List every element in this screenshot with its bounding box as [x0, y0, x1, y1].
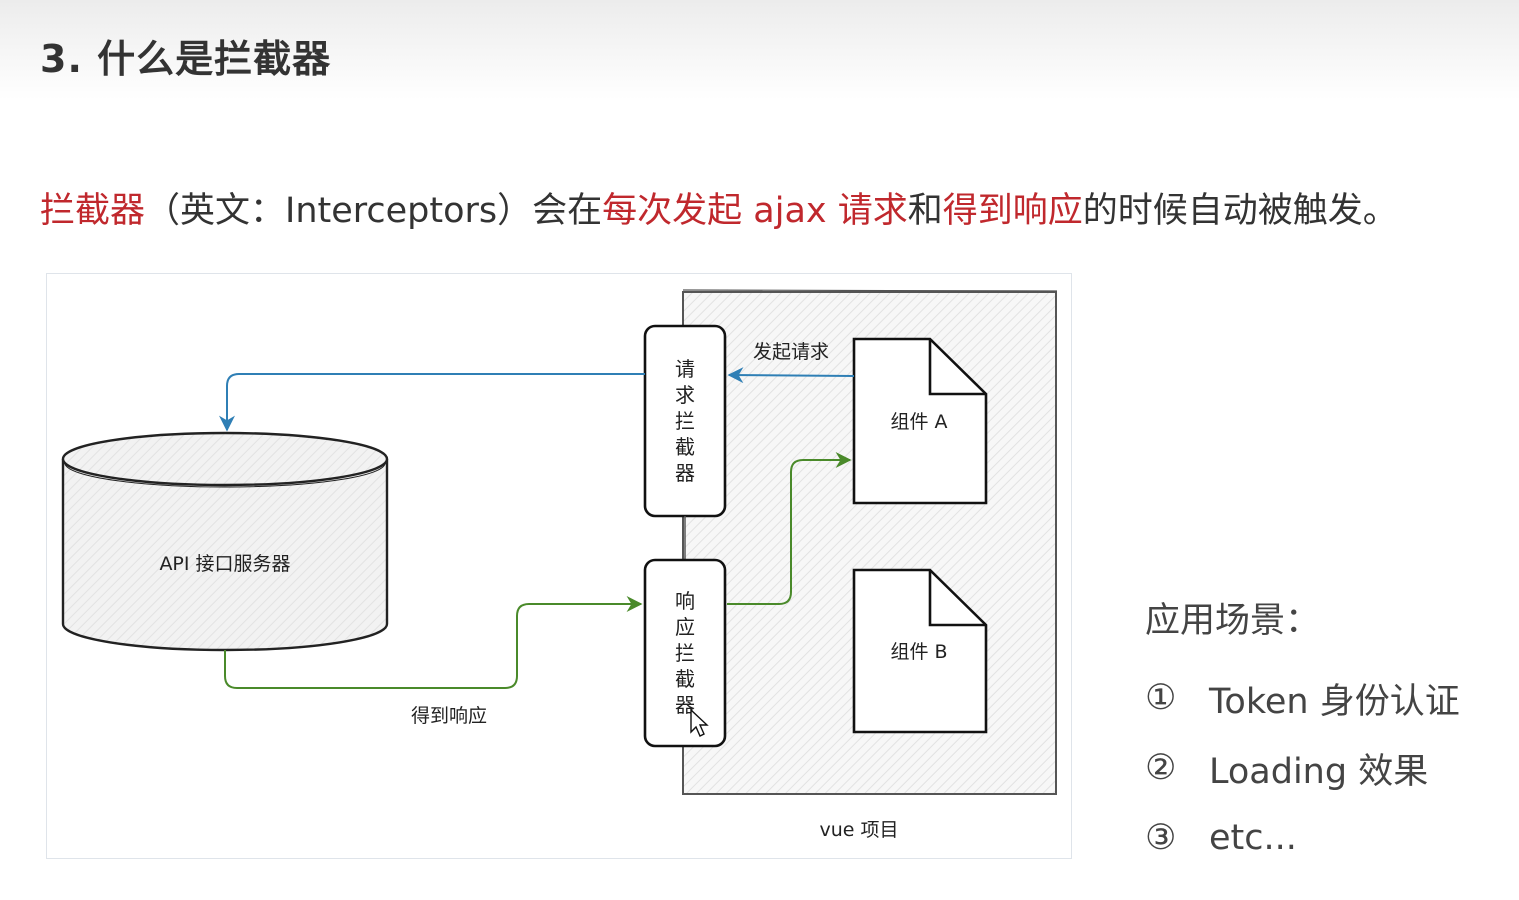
use-case-text: Token 身份认证 — [1209, 681, 1460, 722]
response-interceptor-char: 器 — [675, 693, 695, 717]
response-interceptor-char: 响 — [675, 589, 695, 613]
component-b-document — [852, 568, 988, 734]
component-b-label: 组件 B — [890, 641, 947, 663]
intro-segment: 的时候自动被触发。 — [1082, 191, 1398, 231]
use-cases-title: 应用场景： — [1145, 601, 1321, 641]
request-interceptor-char: 器 — [675, 461, 695, 485]
response-interceptor-char: 截 — [675, 667, 695, 691]
request-interceptor-char: 截 — [675, 435, 695, 459]
request-interceptor-char: 求 — [675, 383, 695, 407]
api-server-cylinder — [61, 431, 389, 652]
header-band — [0, 0, 1519, 100]
use-case-item: ① Token 身份认证 — [1145, 663, 1460, 733]
response-interceptor-char: 应 — [675, 615, 695, 639]
server-to-response-arrow — [224, 596, 643, 689]
vue-project-label: vue 项目 — [819, 819, 898, 841]
use-case-item: ② Loading 效果 — [1145, 733, 1460, 803]
send-request-label: 发起请求 — [753, 341, 829, 363]
api-server-label: API 接口服务器 — [159, 553, 290, 575]
interceptor-diagram: vue 项目 API 接口服务器 请 求 拦 截 器 响 应 拦 截 器 — [46, 273, 1072, 859]
intro-segment: 拦截器 — [40, 191, 146, 231]
use-case-number: ① — [1145, 678, 1177, 718]
use-case-text: Loading 效果 — [1209, 751, 1429, 792]
page-title: 3. 什么是拦截器 — [40, 37, 332, 81]
use-case-number: ② — [1145, 748, 1177, 788]
intro-segment: 和 — [907, 191, 943, 231]
use-cases: 应用场景： ① Token 身份认证 ② Loading 效果 ③ etc... — [1145, 592, 1460, 873]
request-to-server-arrow — [219, 373, 645, 432]
diagram-canvas: vue 项目 API 接口服务器 请 求 拦 截 器 响 应 拦 截 器 — [61, 289, 1058, 841]
intro-segment: 每次发起 ajax 请求 — [602, 191, 908, 231]
response-interceptor-char: 拦 — [675, 641, 695, 665]
use-case-text: etc... — [1209, 818, 1297, 858]
component-a-document — [852, 337, 988, 505]
use-case-number: ③ — [1145, 818, 1177, 858]
intro-segment: （英文：Interceptors）会在 — [145, 191, 603, 231]
mouse-cursor-icon — [690, 708, 709, 737]
response-interceptor-box — [643, 558, 727, 748]
use-case-item: ③ etc... — [1145, 803, 1460, 873]
get-response-label: 得到响应 — [411, 705, 487, 727]
intro-segment: 得到响应 — [942, 191, 1083, 231]
response-to-component-arrow — [727, 452, 852, 605]
intro-sentence: 拦截器（英文：Interceptors）会在每次发起 ajax 请求和得到响应的… — [40, 182, 1398, 233]
component-a-label: 组件 A — [890, 411, 947, 433]
request-interceptor-char: 拦 — [675, 409, 695, 433]
send-request-arrow — [727, 367, 855, 384]
request-interceptor-char: 请 — [675, 357, 695, 381]
